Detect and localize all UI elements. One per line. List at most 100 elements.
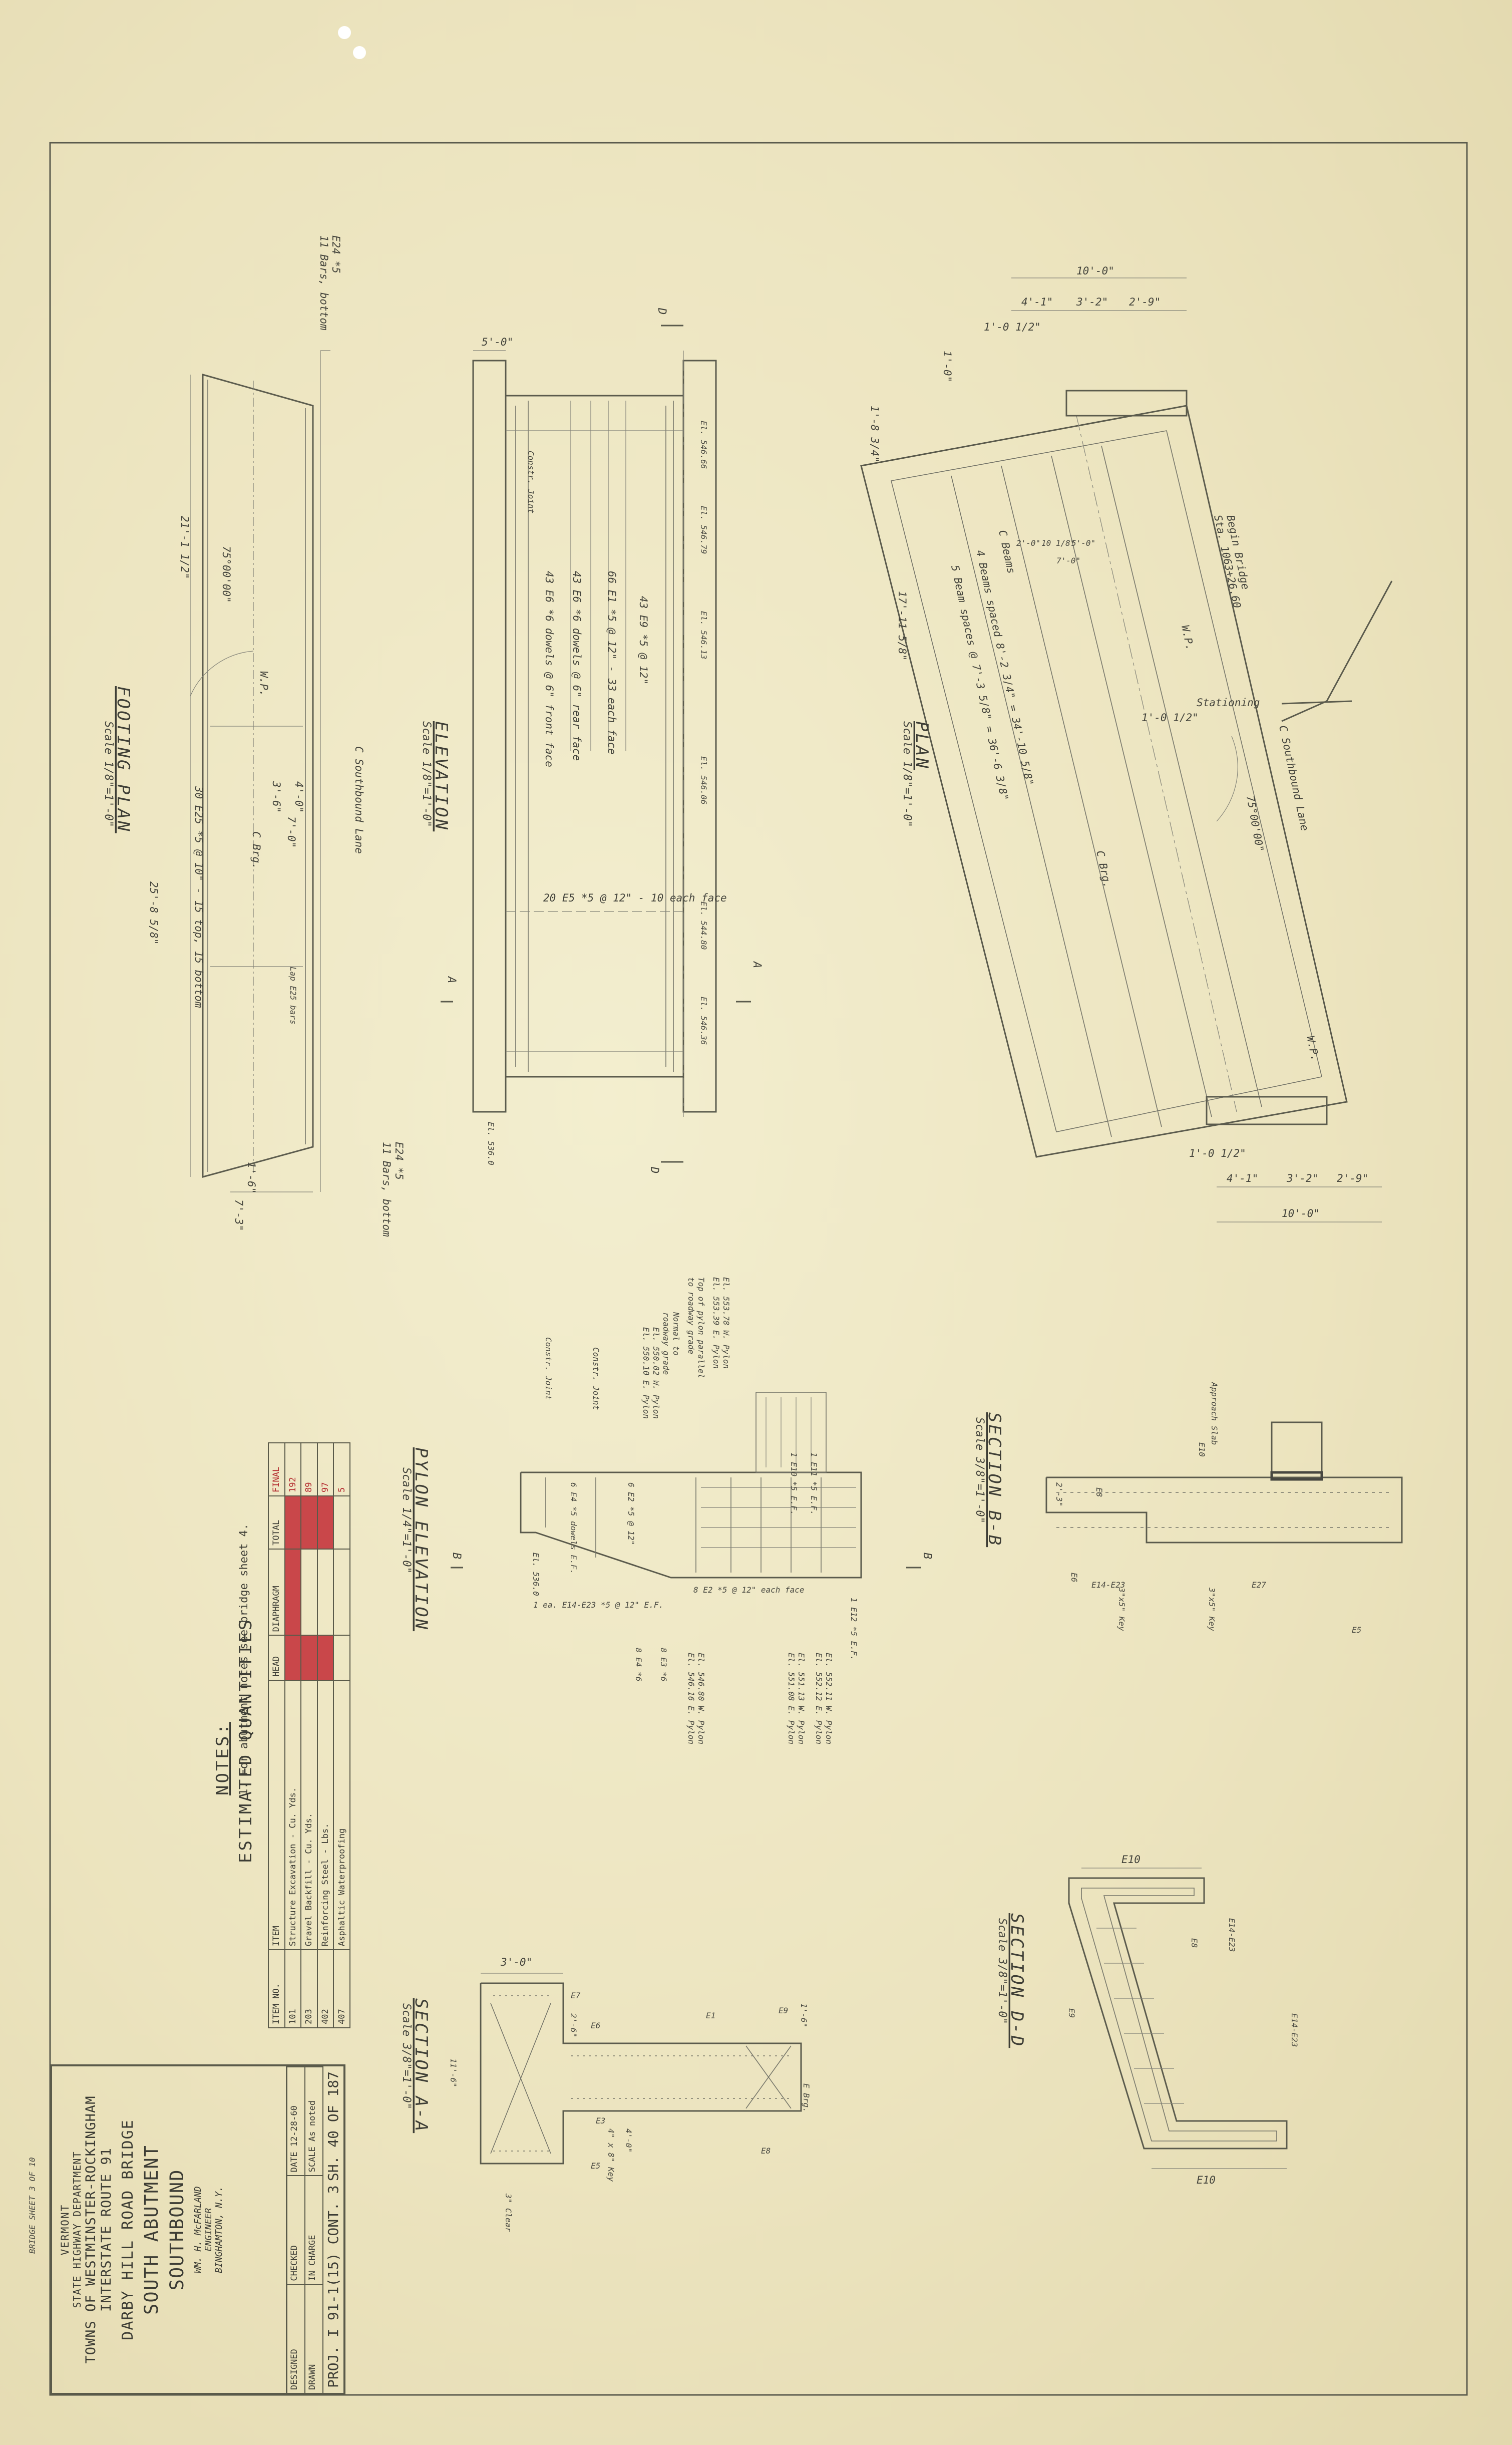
pylon-top-note-1: Top of pylon parallel [696, 1277, 706, 1378]
title-engineer-name: WM. H. McFARLAND [193, 2186, 203, 2273]
pylon-elevation-view: Top of pylon parallel to roadway grade N… [400, 1277, 933, 1744]
pylon-bar-e10: 1 E10 *5 E.F. [789, 1452, 799, 1515]
title-date: DATE 12-28-60 [287, 2066, 304, 2176]
elevation-el-2: El. 546.79 [699, 506, 708, 554]
secdd-e8: E8 [1190, 1938, 1199, 1948]
secaa-dim-3ft: 3'-0" [500, 1956, 532, 1968]
title-scale: SCALE As noted [305, 2066, 322, 2176]
footing-dim-7ft: 7'-0" [285, 816, 297, 848]
secaa-dim-2ft6: 2'-6" [569, 2013, 578, 2037]
quantities-header: DIAPHRAGM [268, 1549, 285, 1636]
plan-dim-10ft-bot: 10'-0" [1282, 1207, 1320, 1219]
sheet-border [49, 142, 1468, 2396]
footing-dim-edge: 1'-6" [245, 1162, 257, 1193]
pylon-el-7: El. 551.13 W. Pylon [797, 1653, 806, 1744]
elevation-bars-e6-rear: 43 E6 *6 dowels @ 6" rear face [571, 571, 583, 761]
footing-dim-3ft6: 3'-6" [270, 781, 282, 813]
notes-text: 1. For abutment notes see bridge sheet 4… [238, 1523, 250, 1795]
plan-dim-2ft9-bot: 2'-9" [1337, 1172, 1368, 1184]
elevation-scale: Scale 1/8"=1'-0" [420, 721, 433, 827]
secaa-e6: E6 [591, 2021, 600, 2030]
punch-hole [353, 46, 366, 59]
title-engineer-city: BINGHAMTON, N.Y. [214, 2186, 224, 2273]
plan-dim-10ft-top: 10'-0" [1076, 265, 1114, 277]
bridge-sheet-note: BRIDGE SHEET 3 OF 10 [28, 2157, 37, 2254]
title-block: VERMONT STATE HIGHWAY DEPARTMENT TOWNS O… [50, 2064, 345, 2395]
quantities-cell-final: 89 [301, 1443, 317, 1496]
section-bb-view: Approach Slab E10 E14-E23 E27 E5 E6 E8 3… [973, 1382, 1403, 1635]
secbb-e5: E5 [1352, 1625, 1361, 1635]
title-towns: TOWNS OF WESTMINSTER-ROCKINGHAM [83, 2095, 99, 2364]
secdd-e14-2: E14-E23 [1290, 2013, 1299, 2047]
footing-dim-7ft3: 7'-3" [233, 1199, 245, 1231]
quantities-cell [301, 1495, 317, 1549]
plan-dim-5ft: 5'-0" [1071, 538, 1095, 548]
secbb-e27: E27 [1252, 1580, 1266, 1590]
title-bridge-name: DARBY HILL ROAD BRIDGE [119, 2119, 137, 2340]
quantities-cell-final: 97 [317, 1443, 334, 1496]
secbb-e8: E8 [1094, 1487, 1104, 1497]
pylon-el-3: El. 550.02 W. Pylon [651, 1327, 661, 1419]
footing-dim-length: 25'-8 5/8" [148, 881, 160, 945]
title-sheet-number: SH. 40 OF 187 [325, 2071, 342, 2182]
table-row: 203 Gravel Backfill - Cu. Yds. 89 [301, 1443, 317, 2028]
notes-heading: NOTES: [213, 1722, 233, 1795]
pylon-constr-joint-1: Constr. Joint [544, 1337, 553, 1400]
title-subject-1: SOUTH ABUTMENT [141, 2145, 162, 2315]
pylon-el-8: El. 551.08 E. Pylon [787, 1653, 796, 1744]
footing-lap-note: Lap E25 bars [288, 967, 298, 1025]
quantities-cell: Reinforcing Steel - Lbs. [317, 1680, 334, 1950]
section-aa-title: SECTION A-A [411, 1998, 431, 2133]
elevation-section-a-left: A [445, 976, 458, 983]
elevation-el-1: El. 546.66 [699, 421, 708, 469]
quantities-header-row: ITEM NO. ITEM HEAD DIAPHRAGM TOTAL FINAL [268, 1443, 285, 2028]
section-bb-scale: Scale 3/8"=1'-0" [973, 1417, 986, 1523]
pylon-el-2: El. 553.39 E. Pylon [711, 1277, 721, 1369]
pylon-bar-e11: 1 E11 *5 E.F. [809, 1452, 819, 1515]
elevation-constr-joint: Constr. Joint [526, 451, 536, 513]
title-engineer-role: ENGINEER [203, 2208, 214, 2252]
quantities-cell: 402 [317, 1950, 334, 2028]
plan-dim-edge-mid: 1'-0 1/2" [1142, 712, 1199, 724]
elevation-view: 5'-0" D D A A El. 546.66 El. 546.79 El. … [420, 308, 763, 1173]
plan-dim-1ft8: 1'-8 3/4" [869, 406, 881, 463]
plan-dim-4ft1-top: 4'-1" [1021, 296, 1053, 308]
table-row: 101 Structure Excavation - Cu. Yds. 192 [284, 1443, 301, 2028]
title-route: INTERSTATE ROUTE 91 [99, 2148, 114, 2312]
footing-plan-title: FOOTING PLAN [113, 686, 133, 833]
pylon-bar-e2-each: 8 E2 *5 @ 12" each face [693, 1585, 805, 1595]
footing-bars-note: 30 E25 *5 @ 10" - 15 top, 15 bottom [193, 786, 205, 1008]
quantities-cell [301, 1635, 317, 1680]
secaa-clear: 3" Clear [504, 2193, 513, 2232]
secaa-dim-1ft6: 1'-6" [799, 2003, 809, 2027]
plan-dim-3ft2-bot: 3'-2" [1286, 1172, 1318, 1184]
quantities-cell [317, 1549, 334, 1636]
pylon-bar-e3: 8 E3 *6 [659, 1648, 668, 1681]
pylon-bar-e2: 6 E2 *5 @ 12" [626, 1482, 636, 1545]
footing-skew-angle: 75°00'00" [220, 546, 232, 603]
pylon-bar-e12: 1 E12 *5 E.F. [849, 1598, 859, 1660]
plan-dim-7ft: 7'-0" [1056, 556, 1080, 565]
quantities-cell: 203 [301, 1950, 317, 2028]
section-aa-scale: Scale 3/8"=1'-0" [400, 2003, 413, 2109]
footing-wp-label: W.P. [258, 671, 270, 697]
estimated-quantities-table: ESTIMATED QUANTITIES ITEM NO. ITEM HEAD … [236, 1442, 350, 2028]
pylon-el-10: El. 546.16 E. Pylon [686, 1653, 696, 1744]
title-in-charge: IN CHARGE [305, 2175, 322, 2284]
secaa-brg: E Brg. [802, 2083, 811, 2112]
elevation-section-d-top: D [655, 308, 668, 315]
title-dept: STATE HIGHWAY DEPARTMENT [71, 2151, 83, 2308]
secaa-key: 4" x 8" Key [606, 2128, 616, 2182]
title-designed: DESIGNED [287, 2284, 304, 2393]
quantities-header-final: FINAL [268, 1443, 285, 1496]
quantities-cell [284, 1495, 301, 1549]
secaa-dim-11ft6: 11'-6" [449, 2058, 458, 2087]
footing-bar-callout-bottom: E24 *5 [393, 1142, 405, 1180]
elevation-bars-e6-front: 43 E6 *6 dowels @ 6" front face [543, 571, 555, 767]
secaa-e8: E8 [761, 2146, 771, 2156]
elevation-el-6: El. 546.36 [699, 997, 708, 1045]
table-row: 402 Reinforcing Steel - Lbs. 97 [317, 1443, 334, 2028]
secdd-e10-top: E10 [1121, 1854, 1141, 1866]
